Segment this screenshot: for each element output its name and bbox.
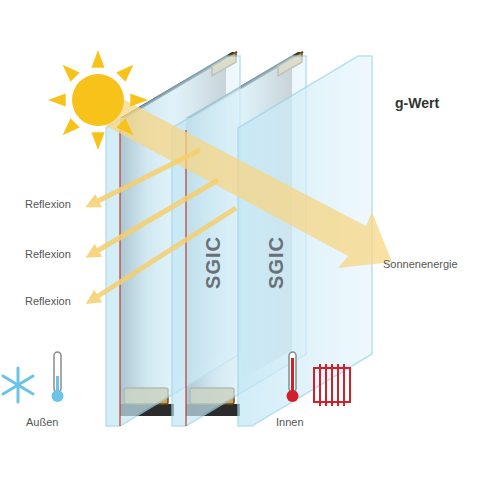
title: g-Wert	[395, 95, 439, 111]
sun-icon	[48, 50, 148, 150]
thermometer-cold	[52, 352, 64, 402]
thermometer-warm	[287, 352, 299, 402]
sun-ray	[63, 65, 80, 82]
radiator-icon	[314, 364, 350, 406]
snowflake-icon	[3, 368, 33, 402]
inside-label: Innen	[276, 416, 304, 428]
energy-label: Sonnenenergie	[383, 258, 458, 270]
sun-ray	[116, 118, 133, 135]
reflection-label: Reflexion	[25, 295, 71, 307]
sun-ray	[91, 50, 104, 68]
outside-label: Außen	[26, 416, 58, 428]
sun-ray	[63, 118, 80, 135]
sun-ray	[116, 65, 133, 82]
sun-ray	[130, 93, 148, 106]
brand-label: SGIC	[202, 236, 225, 289]
sun-ray	[48, 93, 66, 106]
brand-label: SGIC	[265, 236, 288, 289]
solar-beam	[84, 86, 392, 268]
sun-ray	[91, 132, 104, 150]
reflection-label: Reflexion	[25, 248, 71, 260]
reflection-label: Reflexion	[25, 198, 71, 210]
reflection-arrow	[92, 150, 236, 300]
